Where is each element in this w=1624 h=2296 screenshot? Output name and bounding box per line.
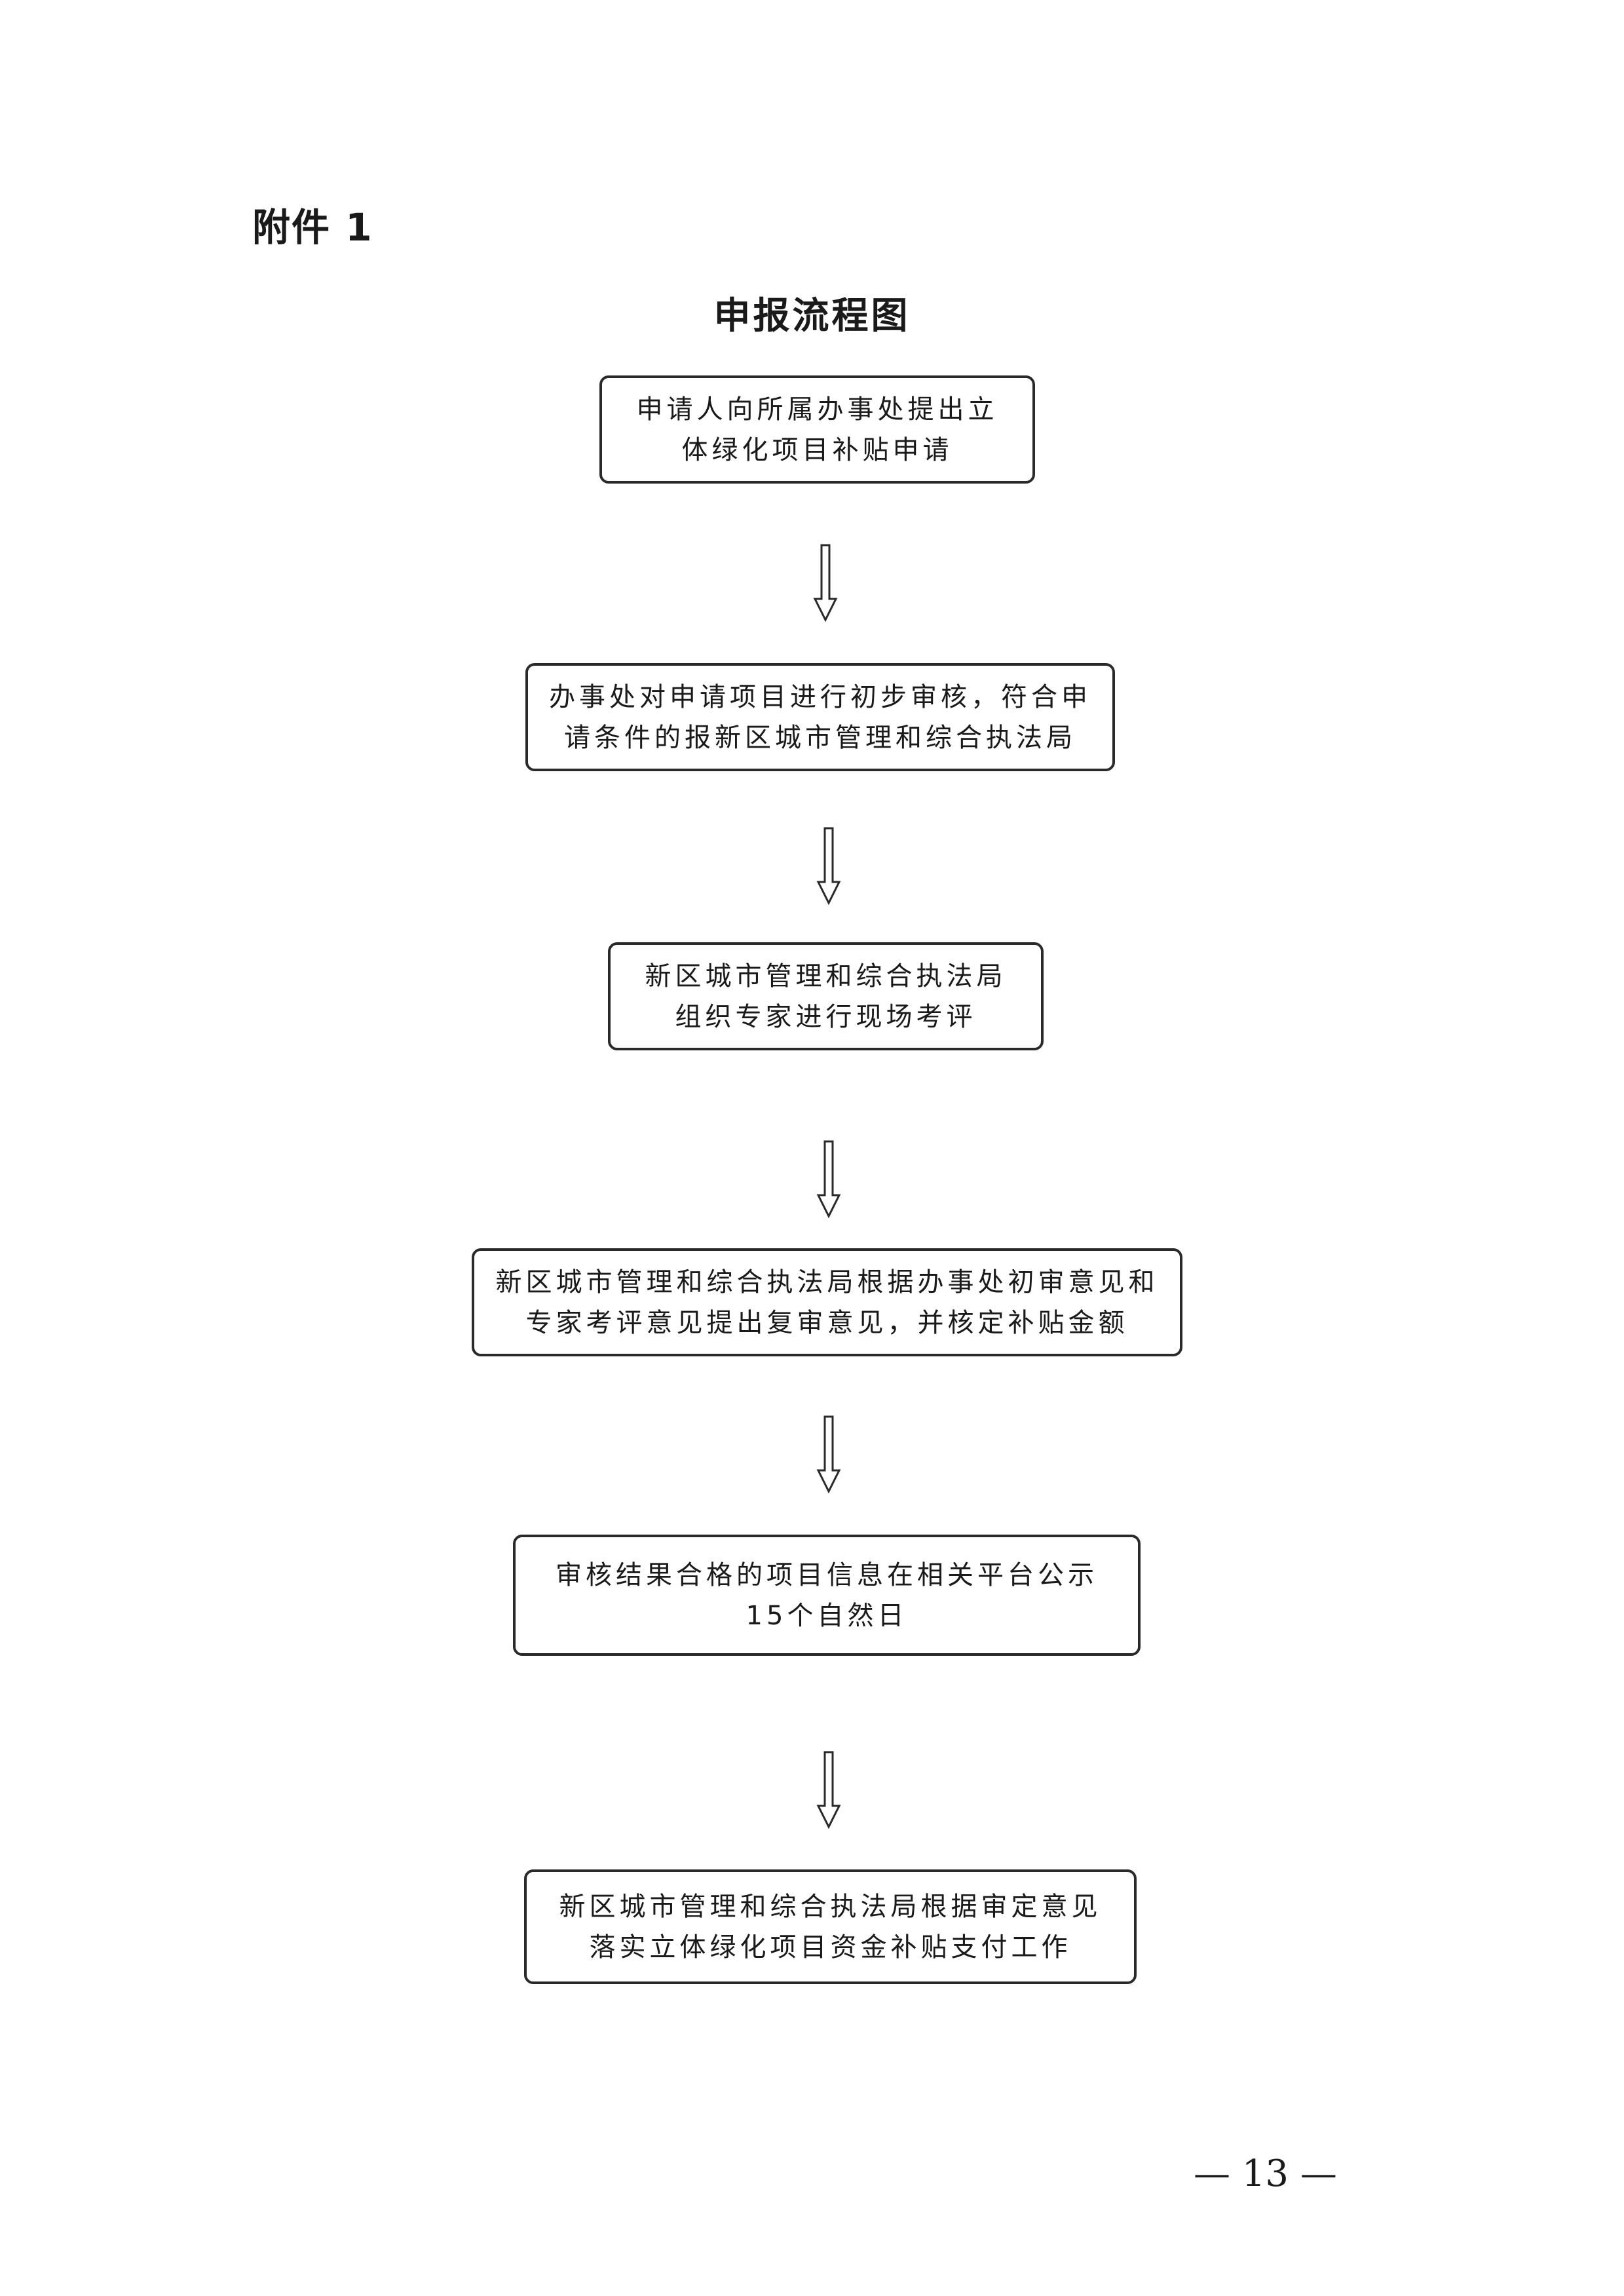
down-arrow-icon xyxy=(812,544,839,622)
attachment-label: 附件 1 xyxy=(252,205,373,250)
flow-step-4-text: 新区城市管理和综合执法局根据办事处初审意见和专家考评意见提出复审意见，并核定补贴… xyxy=(495,1267,1159,1338)
flow-step-2: 办事处对申请项目进行初步审核，符合申请条件的报新区城市管理和综合执法局 xyxy=(525,663,1115,771)
flow-step-1-text: 申请人向所属办事处提出立体绿化项目补贴申请 xyxy=(636,394,998,465)
flow-step-5: 审核结果合格的项目信息在相关平台公示15个自然日 xyxy=(513,1535,1141,1656)
page-number: — 13 — xyxy=(1194,2152,1337,2195)
flow-step-5-text: 审核结果合格的项目信息在相关平台公示15个自然日 xyxy=(556,1559,1098,1631)
down-arrow-icon xyxy=(816,1140,842,1219)
down-arrow-icon xyxy=(816,827,842,906)
flow-step-1: 申请人向所属办事处提出立体绿化项目补贴申请 xyxy=(599,375,1035,484)
diagram-title: 申报流程图 xyxy=(713,295,911,337)
flow-step-4: 新区城市管理和综合执法局根据办事处初审意见和专家考评意见提出复审意见，并核定补贴… xyxy=(472,1248,1182,1356)
flow-step-3-text: 新区城市管理和综合执法局组织专家进行现场考评 xyxy=(645,961,1007,1032)
down-arrow-icon xyxy=(816,1751,842,1829)
flow-step-2-text: 办事处对申请项目进行初步审核，符合申请条件的报新区城市管理和综合执法局 xyxy=(549,681,1091,753)
flow-step-3: 新区城市管理和综合执法局组织专家进行现场考评 xyxy=(608,942,1044,1050)
flow-step-6-text: 新区城市管理和综合执法局根据审定意见落实立体绿化项目资金补贴支付工作 xyxy=(559,1891,1102,1962)
flow-step-6: 新区城市管理和综合执法局根据审定意见落实立体绿化项目资金补贴支付工作 xyxy=(524,1869,1137,1984)
down-arrow-icon xyxy=(816,1415,842,1494)
